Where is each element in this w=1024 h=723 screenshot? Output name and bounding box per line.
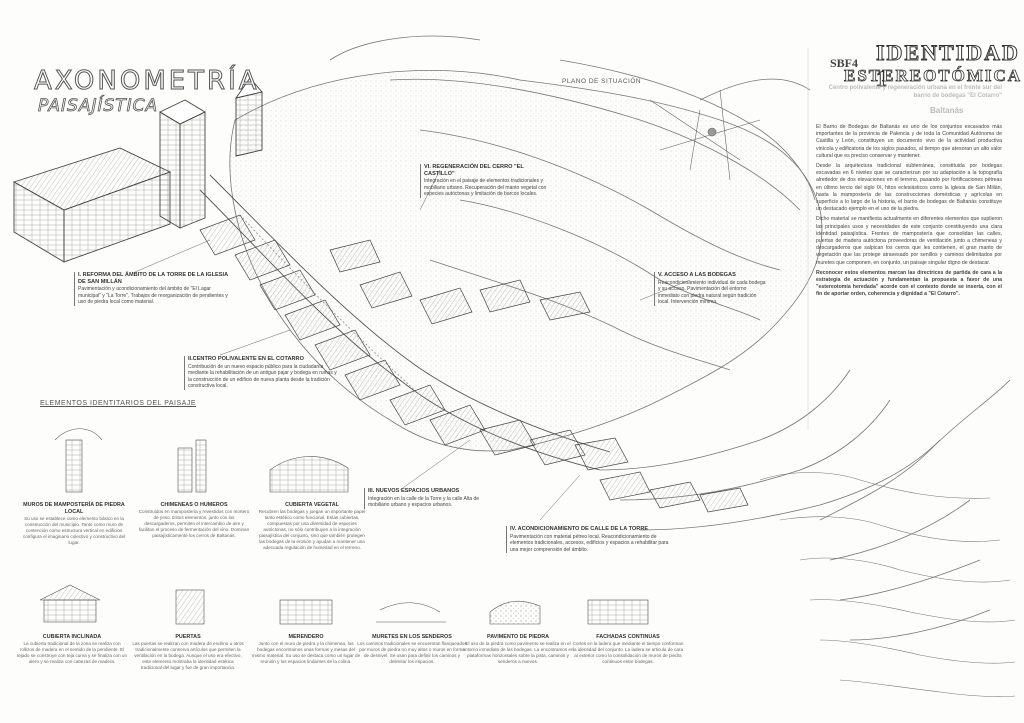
callout-leaders: [134, 169, 691, 521]
callout-6-title: VI. REGENERACIÓN DEL CERRO "EL CASTILLO": [424, 164, 524, 177]
plan-bottom-right: [759, 472, 1016, 698]
element-name: MERENDERO: [288, 634, 324, 640]
callout-4-text: Pavimentación con material pétreo local.…: [510, 533, 669, 553]
callout-3: III. NUEVOS ESPACIOS URBANOS Integración…: [364, 488, 498, 509]
situation-plan-label: PLANO DE SITUACIÓN: [562, 78, 642, 85]
callout-2-title: II.CENTRO POLIVALENTE EN EL COTARRO: [188, 356, 304, 362]
element-name: FACHADAS CONTINUAS: [596, 634, 660, 640]
page-subtitle: PAISAJÍSTICA: [38, 96, 159, 117]
header-place: Baltanás: [930, 106, 964, 115]
callout-1: I. REFORMA DEL ÁMBITO DE LA TORRE DE LA …: [74, 272, 228, 306]
element-description: Las puertas se realizan con madera de en…: [132, 641, 244, 670]
callout-2-text: Contribución de un nuevo espacio público…: [188, 363, 337, 390]
callout-3-title: III. NUEVOS ESPACIOS URBANOS: [368, 488, 460, 494]
callout-1-text: Pavimentación y acondicionamiento del ám…: [78, 286, 228, 305]
header-subtitle: Centro polivalente y regeneración urbana…: [828, 85, 1002, 99]
church: [12, 77, 263, 263]
description-paragraph-2: Desde la arquitectura tradicional subter…: [816, 163, 1002, 213]
element-name: PUERTAS: [175, 634, 201, 640]
callout-1-title: I. REFORMA DEL ÁMBITO DE LA TORRE DE LA …: [78, 272, 228, 285]
element-name: MUROS DE MAMPOSTERÍA DE PIEDRA LOCAL: [23, 502, 125, 515]
element-name: CUBIERTA INCLINADA: [42, 634, 102, 640]
buildings: [199, 214, 749, 513]
callout-2: II.CENTRO POLIVALENTE EN EL COTARRO Cont…: [184, 356, 338, 390]
callout-3-text: Integración en la calle de la Torre y la…: [368, 495, 480, 509]
element-description: La cubierta tradicional de la zona se re…: [16, 641, 128, 664]
element-block: PAVIMENTO DE PIEDRA El uso de la piedra …: [462, 634, 574, 665]
element-description: Construidos en mampostería y revestidos …: [138, 509, 250, 538]
description-paragraph-4: Reconocer estos elementos marcan las dir…: [816, 269, 1002, 298]
element-block: CUBIERTA VEGETAL Recubren las bodegas y …: [256, 502, 368, 551]
sheet-code: SBF4: [830, 56, 859, 70]
element-description: Junto con el muro de piedra y la chimene…: [251, 641, 361, 664]
callout-5-title: V. ACCESO A LAS BODEGAS: [658, 272, 736, 278]
element-description: Su uso se establece como elemento básico…: [22, 516, 126, 545]
element-description: Recubren las bodegas y juegan un importa…: [258, 509, 366, 550]
element-name: CHIMENEAS O HUMEROS: [160, 502, 228, 508]
description-paragraph-1: El Barrio de Bodegas de Baltanás es uno …: [816, 124, 1002, 159]
element-name: MURETES EN LOS SENDEROS: [372, 634, 452, 640]
element-name: PAVIMENTO DE PIEDRA: [487, 634, 549, 640]
element-block: PUERTAS Las puertas se realizan con made…: [132, 634, 244, 671]
callout-4-title: IV. ACONDICIONAMIENTO DE CALLE DE LA TOR…: [510, 526, 649, 532]
element-block: MUROS DE MAMPOSTERÍA DE PIEDRA LOCAL Su …: [18, 502, 130, 546]
situation-plan: [649, 89, 761, 181]
header-title-line1: IDENTIDAD 1: [876, 40, 1020, 92]
element-sketches: [39, 428, 649, 625]
callout-6: VI. REGENERACIÓN DEL CERRO "EL CASTILLO"…: [420, 164, 550, 198]
element-block: CHIMENEAS O HUMEROS Construidos en mampo…: [138, 502, 250, 539]
element-block: FACHADAS CONTINUAS Cortes en la ladera q…: [572, 634, 684, 665]
description-paragraph-3: Dicho material se manifiesta actualmente…: [816, 216, 1002, 266]
element-block: MURETES EN LOS SENDEROS Los caminos trad…: [356, 634, 468, 665]
page-title: AXONOMETRÍA: [34, 66, 260, 97]
description-text: El Barrio de Bodegas de Baltanás es uno …: [816, 124, 1002, 302]
callout-5: V. ACCESO A LAS BODEGAS Reacondicionamie…: [654, 272, 768, 306]
element-block: CUBIERTA INCLINADA La cubierta tradicion…: [16, 634, 128, 665]
element-description: El uso de la piedra como pavimento se re…: [462, 641, 574, 664]
element-description: Cortes en la ladera que mediante el tiem…: [572, 641, 684, 664]
element-block: MERENDERO Junto con el muro de piedra y …: [250, 634, 362, 665]
elements-section-title: ELEMENTOS IDENTITARIOS DEL PAISAJE: [40, 400, 196, 407]
callout-4: IV. ACONDICIONAMIENTO DE CALLE DE LA TOR…: [506, 526, 670, 553]
element-name: CUBIERTA VEGETAL: [285, 502, 339, 508]
header-title-line2: ESTEREOTÓMICA: [844, 66, 1023, 86]
callout-6-text: Integración en el paisaje de elementos t…: [424, 178, 547, 197]
element-description: Los caminos tradicionales se encuentran …: [357, 641, 467, 664]
callout-5-text: Reacondicionamiento individual de cada b…: [658, 279, 766, 306]
